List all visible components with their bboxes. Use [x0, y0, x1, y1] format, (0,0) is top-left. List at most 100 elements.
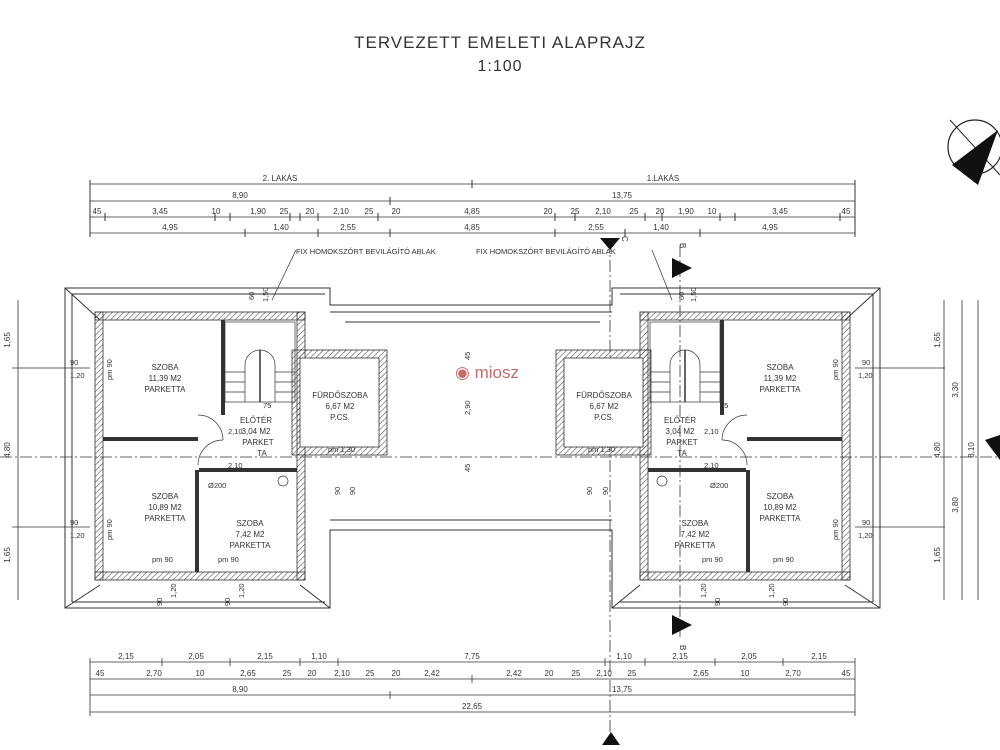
- dim-label: 45: [842, 207, 851, 216]
- opening-label: pm 90: [152, 555, 173, 564]
- dim-label: 3,80: [951, 497, 960, 513]
- dim-label: 25: [283, 669, 292, 678]
- room-name: SZOBA: [681, 519, 709, 528]
- opening-label: 75: [263, 401, 271, 410]
- dim-label: 1,90: [678, 207, 694, 216]
- dim-label: 2,05: [188, 652, 204, 661]
- dim-label: 2,05: [741, 652, 757, 661]
- dim-label: 4,85: [464, 207, 480, 216]
- dim-label: 20: [544, 207, 553, 216]
- opening-label: 45: [463, 464, 472, 472]
- room-area: 11,39 M2: [149, 374, 182, 383]
- dim-label: 7,75: [464, 652, 480, 661]
- dim-label: 25: [571, 207, 580, 216]
- bottom-dimension-lines: [89, 658, 856, 716]
- dim-label: 1,65: [933, 332, 942, 348]
- dim-label: 3,45: [772, 207, 788, 216]
- dim-label: 1,90: [250, 207, 266, 216]
- dim-label: 2,55: [588, 223, 604, 232]
- room-floor: TA: [257, 449, 267, 458]
- opening-label: 90: [333, 487, 342, 495]
- opening-label: 1,20: [169, 583, 178, 598]
- dim-label: 1,10: [616, 652, 632, 661]
- dim-label: 3,30: [951, 382, 960, 398]
- room-floor: TA: [677, 449, 687, 458]
- dim-label: 1.LAKÁS: [647, 174, 679, 183]
- dim-label: 20: [656, 207, 665, 216]
- watermark-logo: ◉ miosz: [455, 363, 519, 383]
- room-floor: PARKET: [242, 438, 274, 447]
- dim-label: 22,65: [462, 702, 483, 711]
- dim-label: 45: [96, 669, 105, 678]
- dim-label: 4,80: [3, 442, 12, 458]
- building-outline: [64, 287, 881, 609]
- dim-label: 25: [572, 669, 581, 678]
- dim-label: 2,70: [785, 669, 801, 678]
- dim-label: 10: [741, 669, 750, 678]
- opening-label: Ø200: [710, 481, 728, 490]
- room-floor: P.CS.: [330, 413, 350, 422]
- opening-label: 2,90: [463, 400, 472, 415]
- dim-label: 2,42: [506, 669, 522, 678]
- opening-label: pm 1,30: [328, 445, 355, 454]
- opening-label: pm 90: [105, 519, 114, 540]
- dim-label: 13,75: [612, 685, 633, 694]
- room-name: SZOBA: [236, 519, 264, 528]
- dim-label: 20: [306, 207, 315, 216]
- dim-label: 25: [365, 207, 374, 216]
- dim-label: 25: [280, 207, 289, 216]
- opening-label: 1,50: [689, 287, 698, 302]
- opening-label: 90: [70, 518, 78, 527]
- opening-label: pm 90: [831, 519, 840, 540]
- opening-label: 90: [155, 598, 164, 606]
- dim-label: 2,55: [340, 223, 356, 232]
- room-name: SZOBA: [766, 363, 794, 372]
- room-floor: PARKETTA: [144, 514, 186, 523]
- section-label: B: [678, 243, 687, 248]
- dim-label: 25: [628, 669, 637, 678]
- opening-label: pm 90: [702, 555, 723, 564]
- watermark-text: miosz: [474, 363, 519, 382]
- section-label: B: [678, 645, 687, 650]
- opening-label: 90: [781, 598, 790, 606]
- dim-label: 25: [366, 669, 375, 678]
- opening-label: 1,20: [858, 371, 873, 380]
- drawing-scale: 1:100: [477, 58, 523, 75]
- dim-label: 2,42: [424, 669, 440, 678]
- opening-label: 1,20: [70, 371, 85, 380]
- dim-label: 2,15: [672, 652, 688, 661]
- dim-label: 20: [392, 207, 401, 216]
- dim-label: 2,65: [693, 669, 709, 678]
- walls-left: [94, 311, 388, 581]
- dim-label: 2,10: [333, 207, 349, 216]
- room-name: FÜRDŐSZOBA: [312, 391, 368, 400]
- room-floor: P.CS.: [594, 413, 614, 422]
- opening-label: 90: [713, 598, 722, 606]
- opening-label: pm 90: [831, 359, 840, 380]
- dim-label: 45: [93, 207, 102, 216]
- dim-label: 4,80: [933, 442, 942, 458]
- opening-label: 90: [585, 487, 594, 495]
- room-area: 10,89 M2: [148, 503, 182, 512]
- dim-label: 20: [308, 669, 317, 678]
- dim-label: 2,10: [595, 207, 611, 216]
- window-note-left: FIX HOMOKSZÓRT BEVILÁGÍTÓ ABLAK: [296, 247, 436, 256]
- dim-label: 2,70: [146, 669, 162, 678]
- room-area: 11,39 M2: [764, 374, 797, 383]
- walls-right: [555, 311, 851, 581]
- door-swings: [197, 414, 748, 487]
- dim-label: 4,95: [762, 223, 778, 232]
- opening-label: 90: [348, 487, 357, 495]
- opening-label: 2,10: [704, 427, 719, 436]
- top-dimension-lines: [89, 180, 856, 237]
- room-floor: PARKETTA: [229, 541, 271, 550]
- dim-label: 8,90: [232, 685, 248, 694]
- opening-label: pm 1,30: [588, 445, 615, 454]
- dim-label: 1,65: [3, 332, 12, 348]
- opening-label: 60: [247, 292, 256, 300]
- side-dimension-lines: [12, 300, 979, 600]
- opening-label: 2,10: [228, 461, 243, 470]
- room-floor: PARKETTA: [674, 541, 716, 550]
- dim-label: 1,40: [273, 223, 289, 232]
